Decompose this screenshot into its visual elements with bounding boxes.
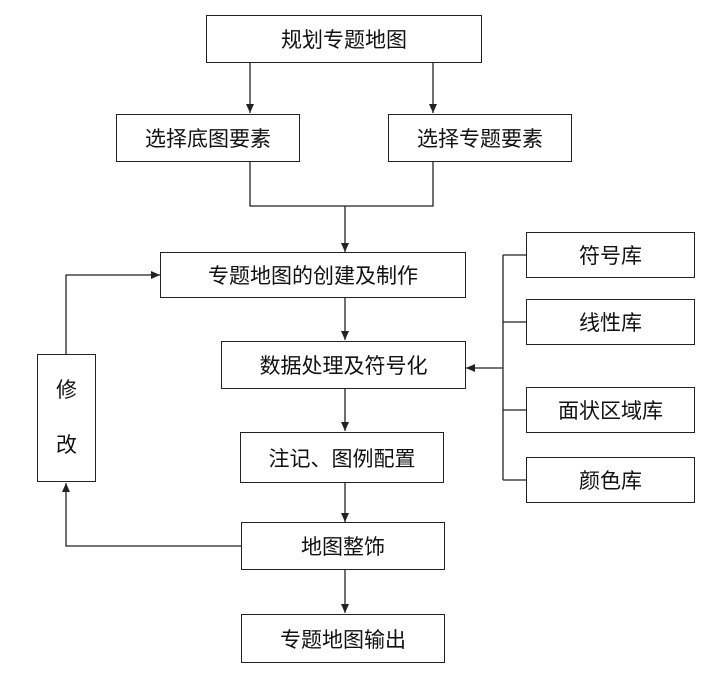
node-select-base-elements: 选择底图要素 (116, 114, 300, 162)
edge-decorate-to-modify (62, 483, 241, 547)
node-plan-thematic-map: 规划专题地图 (206, 15, 482, 63)
node-create-thematic-map: 专题地图的创建及制作 (160, 252, 466, 298)
node-color-library: 颜色库 (526, 457, 695, 503)
node-area-library: 面状区域库 (526, 387, 695, 433)
node-line-library: 线性库 (526, 299, 695, 345)
edge-base-merge (249, 162, 434, 207)
edge-modify-to-create (65, 271, 160, 354)
node-map-decoration: 地图整饰 (241, 522, 445, 570)
node-symbol-library: 符号库 (526, 232, 695, 278)
node-modify-char-1: 修 (56, 378, 77, 402)
node-select-thematic-elements: 选择专题要素 (388, 114, 572, 162)
node-modify: 修 改 (37, 354, 96, 482)
node-annotation-legend-config: 注记、图例配置 (240, 432, 444, 483)
node-modify-char-2: 改 (56, 433, 77, 457)
node-thematic-map-output: 专题地图输出 (241, 614, 445, 663)
node-data-processing-symbolization: 数据处理及符号化 (221, 341, 466, 389)
